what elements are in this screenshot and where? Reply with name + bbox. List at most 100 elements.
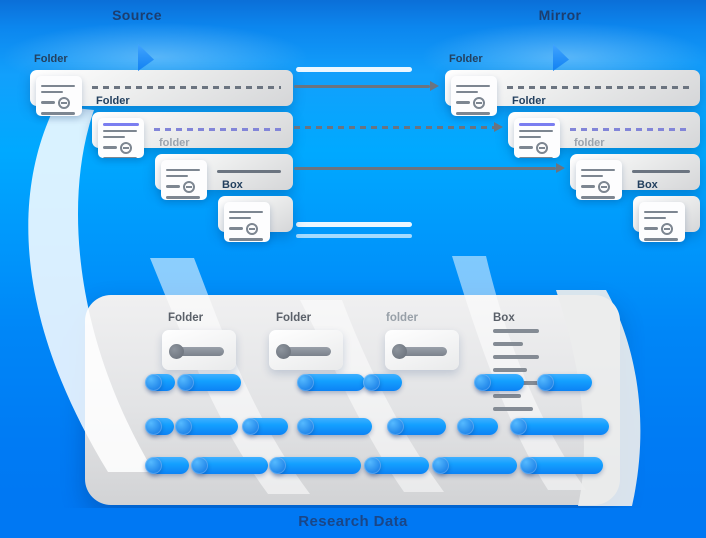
pill-knob [297,374,314,391]
doc-line [644,216,666,219]
document-icon [576,160,622,200]
document-icon [98,118,144,158]
folder-label: Folder [96,95,130,107]
badge-glyph [536,141,548,154]
footer-band [0,508,706,538]
pill-knob [457,418,474,435]
folder-label: Folder [512,95,546,107]
column-header: folder [386,312,418,324]
doc-line [644,227,658,230]
folder-label: Box [222,179,243,191]
sync-connector [294,126,494,129]
folder-label: Box [637,179,658,191]
badge-glyph [473,96,485,109]
doc-line [581,174,603,177]
doc-line [166,196,200,199]
doc-line [103,135,125,138]
doc-line [456,90,478,93]
doc-line [166,174,188,177]
doc-line [229,227,243,230]
doc-line [166,185,180,188]
footer-title: Research Data [298,513,408,530]
row-line [570,128,690,131]
pill-knob [145,374,162,391]
list-line [493,355,539,359]
document-icon [224,202,270,242]
row-line [217,170,281,173]
list-line [493,368,527,372]
doc-line [581,196,615,199]
pill-knob [432,457,449,474]
badge-glyph [661,222,673,235]
arrowhead-icon [430,81,439,91]
row-line [154,128,281,131]
doc-line [103,129,137,132]
document-icon [161,160,207,200]
row-line [507,86,690,89]
badge-glyph [598,180,610,193]
document-icon [451,76,497,116]
accent-line [103,123,139,126]
pill-knob [363,374,380,391]
accent-line [519,123,555,126]
sync-connector [294,167,556,170]
doc-line [103,146,117,149]
doc-line [166,168,200,171]
sync-connector [294,85,430,88]
doc-line [519,157,553,158]
folder-label: folder [159,137,190,149]
pill-knob [145,457,162,474]
white-sync-bar [296,67,412,72]
pill-knob [191,457,208,474]
doc-line [581,185,595,188]
row-line [92,86,281,89]
folder-label: Folder [449,53,483,65]
data-pill [513,418,609,435]
doc-line [519,146,533,149]
toggle-knob [276,344,291,359]
document-icon [36,76,82,116]
document-icon [514,118,560,158]
folder-label: folder [574,137,605,149]
white-sync-bar [296,222,412,227]
doc-line [644,238,678,241]
doc-line [229,216,251,219]
doc-line [41,84,75,87]
pill-knob [537,374,554,391]
column-header: Box [493,312,515,324]
pill-knob [145,418,162,435]
doc-line [519,129,553,132]
document-icon [639,202,685,242]
pill-knob [242,418,259,435]
doc-line [581,168,615,171]
white-sync-bar [296,234,412,238]
list-line [493,342,523,346]
pill-knob [387,418,404,435]
doc-line [41,90,63,93]
badge-glyph [246,222,258,235]
doc-line [644,210,678,213]
pill-knob [474,374,491,391]
doc-line [103,157,137,158]
panel-title-left: Source [112,7,162,23]
panel-title-right: Mirror [538,7,582,23]
arrowhead-icon [556,163,565,173]
pill-knob [175,418,192,435]
doc-line [456,101,470,104]
doc-line [41,112,75,115]
row-line [632,170,690,173]
doc-line [456,112,490,115]
list-line [493,329,539,333]
doc-line [456,84,490,87]
toggle-knob [169,344,184,359]
pill-knob [177,374,194,391]
doc-line [229,238,263,241]
pill-knob [269,457,286,474]
pill-knob [364,457,381,474]
toggle-knob [392,344,407,359]
list-line [493,394,521,398]
pill-knob [297,418,314,435]
badge-glyph [120,141,132,154]
doc-line [41,101,55,104]
